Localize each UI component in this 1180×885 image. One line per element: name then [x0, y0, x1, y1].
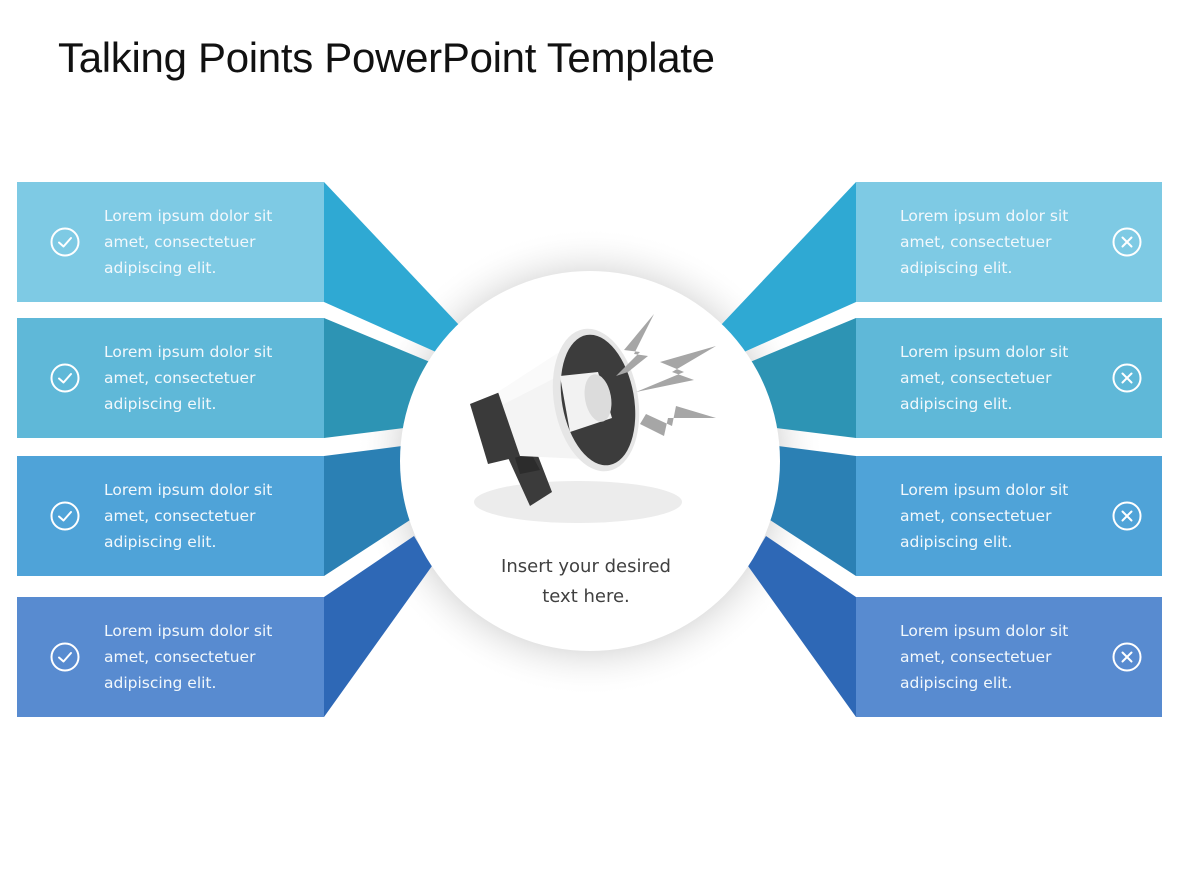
left-wing-2 — [324, 318, 430, 438]
check-circle-icon — [50, 363, 80, 393]
slide-title: Talking Points PowerPoint Template — [58, 34, 715, 81]
x-circle-icon — [1112, 501, 1142, 531]
check-circle-icon — [50, 227, 80, 257]
megaphone-icon — [470, 314, 716, 523]
right-wing-2 — [750, 318, 856, 438]
left-wing-4 — [324, 536, 432, 717]
x-circle-icon — [1112, 642, 1142, 672]
right-wing-1 — [720, 182, 856, 352]
right-wing-3 — [770, 446, 856, 576]
x-circle-icon — [1112, 227, 1142, 257]
left-wing-1 — [324, 182, 460, 352]
right-wing-4 — [748, 536, 856, 717]
x-circle-icon — [1112, 363, 1142, 393]
center-caption: Insert your desired text here. — [501, 556, 671, 607]
check-circle-icon — [50, 501, 80, 531]
check-circle-icon — [50, 642, 80, 672]
left-wing-3 — [324, 446, 410, 576]
